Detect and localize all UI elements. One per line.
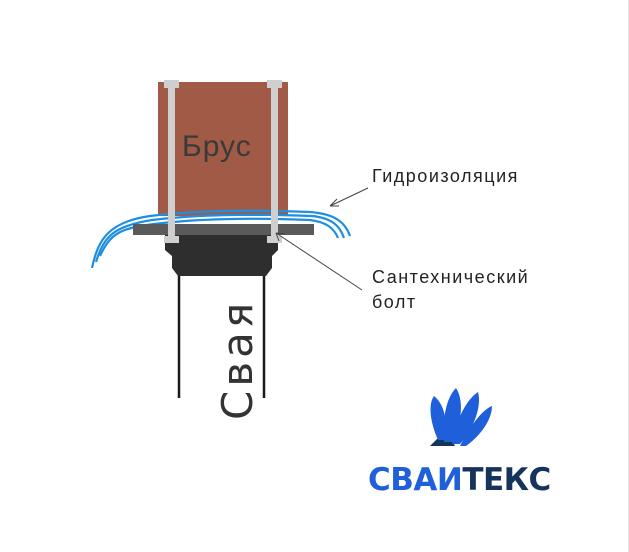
leader-lines	[275, 187, 369, 291]
logo-text-part2: ТЕКС	[462, 462, 550, 498]
logo-text-part1: СВАИ	[368, 462, 462, 498]
bolt-label-line1: Сантехнический	[372, 267, 529, 287]
waterproofing-leader	[329, 187, 369, 207]
pile	[177, 272, 266, 398]
beam-label: Брус	[182, 130, 252, 163]
flange-plate	[133, 224, 314, 235]
bolt-right	[267, 80, 282, 243]
pile-head	[165, 234, 278, 276]
svaitex-logo: СВАИТЕКС	[368, 388, 551, 498]
bolt-label-line2: болт	[372, 292, 417, 312]
bolt-left	[164, 80, 179, 243]
beam: Брус	[158, 82, 288, 216]
pile-label: Свая	[213, 299, 262, 420]
bolt-leader	[275, 232, 363, 291]
logo-fan-icon	[430, 388, 492, 446]
svg-text:СВАИТЕКС: СВАИТЕКС	[368, 462, 551, 498]
waterproofing-label: Гидроизоляция	[372, 166, 519, 186]
sanitary-bolts	[164, 80, 282, 243]
waterproofing-membrane	[90, 209, 352, 269]
